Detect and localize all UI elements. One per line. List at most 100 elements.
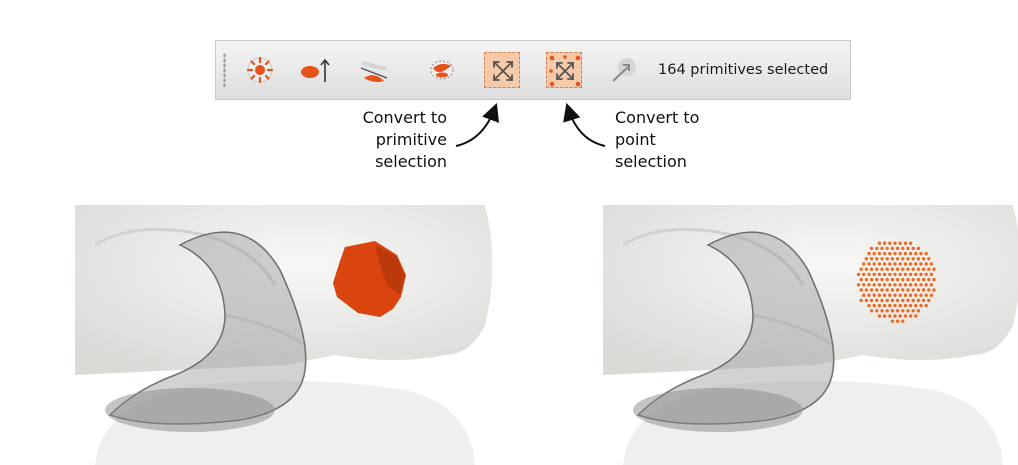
- selected-point: [898, 314, 902, 318]
- bone-mesh-left: [75, 205, 493, 465]
- selected-point: [927, 257, 931, 261]
- selected-point: [895, 267, 900, 271]
- selected-point: [885, 277, 889, 282]
- selected-point: [895, 298, 900, 303]
- selected-point: [864, 257, 869, 261]
- selected-point: [869, 257, 874, 261]
- selected-point: [862, 283, 866, 287]
- selected-point: [908, 262, 913, 266]
- selected-point: [890, 319, 895, 323]
- arrow-to-point-button: [563, 102, 606, 147]
- selected-point: [924, 272, 928, 277]
- selected-point: [927, 277, 931, 282]
- selected-point: [880, 246, 884, 251]
- selected-point: [859, 267, 863, 271]
- selected-point: [877, 283, 882, 287]
- selected-point: [872, 272, 876, 277]
- selected-point: [888, 251, 892, 256]
- selected-point: [924, 293, 928, 297]
- callout-convert-to-primitive: Convert to primitive selection: [363, 107, 447, 173]
- selected-point: [859, 288, 863, 292]
- selected-point: [882, 283, 887, 287]
- selected-point: [882, 251, 887, 256]
- selected-point: [872, 293, 876, 297]
- selected-point: [875, 257, 879, 261]
- selected-point: [867, 303, 871, 308]
- selected-point: [877, 262, 882, 266]
- selected-point: [921, 288, 926, 292]
- selected-point: [908, 293, 913, 297]
- extract-selection-button[interactable]: [606, 52, 642, 88]
- selected-point: [890, 288, 895, 292]
- selected-point: [901, 246, 905, 251]
- selected-point: [916, 246, 921, 251]
- selected-point: [927, 298, 931, 303]
- selected-point: [911, 246, 915, 251]
- selected-point: [906, 246, 910, 251]
- selected-point: [901, 257, 905, 261]
- selected-point: [908, 314, 913, 318]
- viewport-point-selection[interactable]: [603, 205, 1018, 465]
- selected-point: [888, 303, 892, 308]
- selected-point: [932, 288, 936, 292]
- selected-point: [903, 314, 908, 318]
- selected-point: [908, 303, 913, 308]
- selection-status-text: 164 primitives selected: [658, 62, 829, 78]
- selected-point: [901, 319, 905, 323]
- selected-point: [906, 257, 910, 261]
- convert-to-primitive-selection-button[interactable]: [484, 52, 520, 88]
- selected-point: [919, 293, 923, 297]
- selected-point: [929, 272, 934, 277]
- selected-point: [929, 262, 934, 266]
- selected-point: [864, 298, 869, 303]
- viewport-primitive-selection[interactable]: [75, 205, 495, 465]
- selected-point: [893, 314, 897, 318]
- selected-point: [919, 303, 923, 308]
- toolbar-grip-handle[interactable]: [223, 53, 226, 87]
- convert-to-point-selection-button[interactable]: [546, 52, 582, 88]
- selected-point: [898, 241, 902, 245]
- convert-to-primitive-selection-icon: [493, 61, 513, 81]
- selected-point: [885, 257, 889, 261]
- selected-point: [893, 293, 897, 297]
- convert-to-point-selection-icon: [549, 55, 581, 87]
- selected-point: [906, 298, 910, 303]
- selected-point: [877, 272, 882, 277]
- selected-point: [856, 272, 861, 277]
- selected-point: [893, 272, 897, 277]
- selected-point: [921, 298, 926, 303]
- selected-point: [872, 303, 876, 308]
- selected-point: [893, 303, 897, 308]
- selected-point: [869, 288, 874, 292]
- selected-point: [877, 314, 882, 318]
- selected-point: [875, 309, 879, 313]
- select-surface-points-button[interactable]: [242, 52, 278, 88]
- selected-point: [895, 257, 900, 261]
- select-through-button[interactable]: [356, 52, 392, 88]
- selected-point: [888, 293, 892, 297]
- selected-point: [911, 309, 915, 313]
- selected-point: [919, 283, 923, 287]
- selected-point: [906, 309, 910, 313]
- selected-point: [924, 283, 928, 287]
- selected-point: [880, 288, 884, 292]
- selected-point: [901, 309, 905, 313]
- selected-point: [911, 257, 915, 261]
- selected-point: [869, 267, 874, 271]
- selected-point: [882, 241, 887, 245]
- selected-point: [903, 283, 908, 287]
- selected-point: [898, 272, 902, 277]
- selected-point: [914, 272, 918, 277]
- selected-point: [898, 283, 902, 287]
- selected-point: [927, 288, 931, 292]
- select-block-button[interactable]: [424, 52, 460, 88]
- select-surface-points-icon: [246, 56, 274, 84]
- selected-point: [890, 298, 895, 303]
- selected-point: [932, 267, 936, 271]
- selected-point: [875, 298, 879, 303]
- selected-point: [869, 246, 874, 251]
- selected-point: [882, 314, 887, 318]
- selected-point: [921, 257, 926, 261]
- grow-selection-button[interactable]: [296, 52, 332, 88]
- select-through-icon: [360, 61, 388, 82]
